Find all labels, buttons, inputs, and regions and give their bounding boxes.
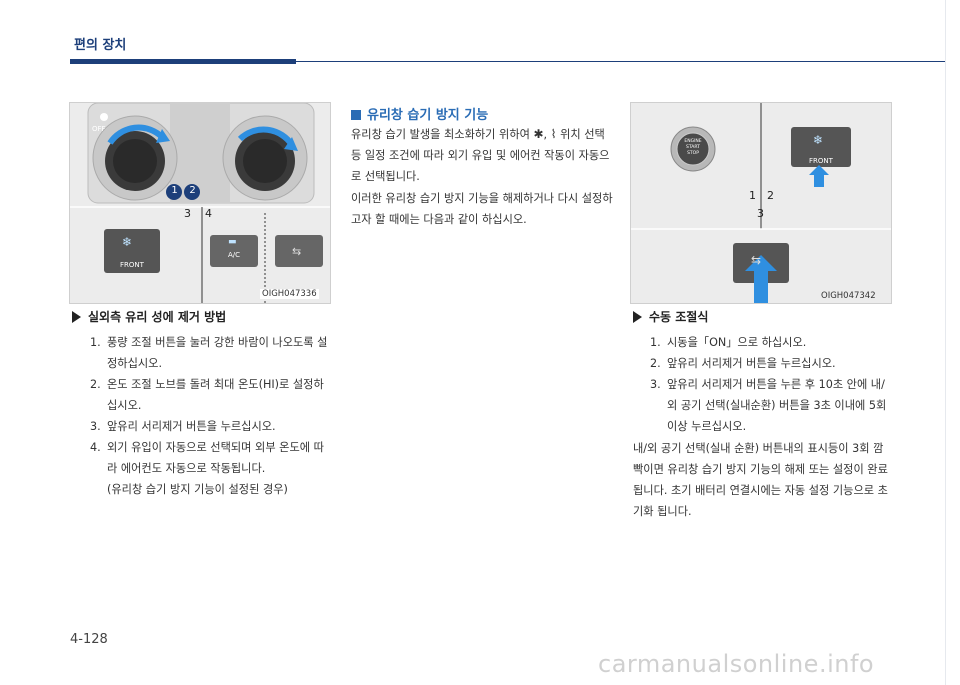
front-defrost-icon: ❄ <box>122 235 133 249</box>
list-item: 2.온도 조절 노브를 돌려 최대 온도(HI)로 설정하십시오. <box>90 378 324 412</box>
list-item: 3.앞유리 서리제거 버튼을 누르십시오. <box>90 420 276 433</box>
off-label: OFF <box>92 125 106 133</box>
section-right-note: 내/외 공기 선택(실내 순환) 버튼내의 표시등이 3회 깜빡이면 유리창 습… <box>633 442 888 518</box>
list-item: 2.앞유리 서리제거 버튼을 누르십시오. <box>650 357 836 370</box>
front-defrost-icon: ❄ <box>813 133 824 147</box>
list-item: 4.외기 유입이 자동으로 선택되며 외부 온도에 따라 에어컨도 자동으로 작… <box>90 441 324 475</box>
defrost-button-illustration <box>631 103 891 303</box>
triangle-bullet-icon <box>72 311 81 323</box>
ac-indicator-icon: ▬ <box>228 237 237 247</box>
triangle-bullet-icon <box>633 311 642 323</box>
recirculation-icon: ⇆ <box>751 253 762 267</box>
page-header-title: 편의 장치 <box>74 38 127 53</box>
section-right-title: 수동 조절식 <box>633 308 708 325</box>
list-item: 3.앞유리 서리제거 버튼을 누른 후 10초 안에 내/외 공기 선택(실내순… <box>650 378 887 433</box>
figure-right-code: OIGH047342 <box>821 291 876 301</box>
climate-control-illustration <box>70 103 330 303</box>
list-item: 1.풍량 조절 버튼을 눌러 강한 바람이 나오도록 설정하십시오. <box>90 336 328 370</box>
section-middle-paragraph-1: 유리창 습기 발생을 최소화하기 위하여 ✱, ⌇ 위치 선택 등 일정 조건에… <box>351 127 610 183</box>
defog-fan-icon: ✱ <box>533 127 544 141</box>
section-middle-paragraph-2: 이러한 유리창 습기 방지 기능을 해제하거나 다시 설정하고자 할 때에는 다… <box>351 192 613 226</box>
page-edge-line <box>945 0 946 685</box>
square-bullet-icon <box>351 110 361 120</box>
front-defrost-icon: ⌇ <box>550 127 557 141</box>
section-left-list: 1.풍량 조절 버튼을 눌러 강한 바람이 나오도록 설정하십시오. 2.온도 … <box>90 332 330 500</box>
figure-left: OFF 1 2 3 4 ❄ FRONT ▬ A/C ⇆ OIGH047336 <box>69 102 331 304</box>
header-bar <box>70 59 296 64</box>
front-defrost-label: FRONT <box>809 157 833 165</box>
marker-1: 1 <box>749 189 756 202</box>
watermark: carmanualsonline.info <box>598 650 875 678</box>
front-defrost-label: FRONT <box>120 261 144 269</box>
section-middle-title: 유리창 습기 방지 기능 <box>351 104 488 123</box>
section-right-list: 1.시동을「ON」으로 하십시오. 2.앞유리 서리제거 버튼을 누르십시오. … <box>650 332 892 437</box>
figure-left-code: OIGH047336 <box>260 289 319 299</box>
list-item: 1.시동을「ON」으로 하십시오. <box>650 336 807 349</box>
marker-3: 3 <box>757 207 764 220</box>
section-left-title: 실외측 유리 성에 제거 방법 <box>72 308 226 325</box>
recirculation-icon: ⇆ <box>292 245 302 258</box>
marker-2: 2 <box>767 189 774 202</box>
marker-1: 1 <box>171 185 178 196</box>
header-line <box>296 61 945 62</box>
list-note: (유리창 습기 방지 기능이 설정된 경우) <box>107 483 288 496</box>
ac-button-label: A/C <box>227 251 241 259</box>
marker-4: 4 <box>205 207 212 220</box>
marker-3: 3 <box>184 207 191 220</box>
marker-2: 2 <box>189 185 196 196</box>
page-number: 4-128 <box>70 632 108 647</box>
